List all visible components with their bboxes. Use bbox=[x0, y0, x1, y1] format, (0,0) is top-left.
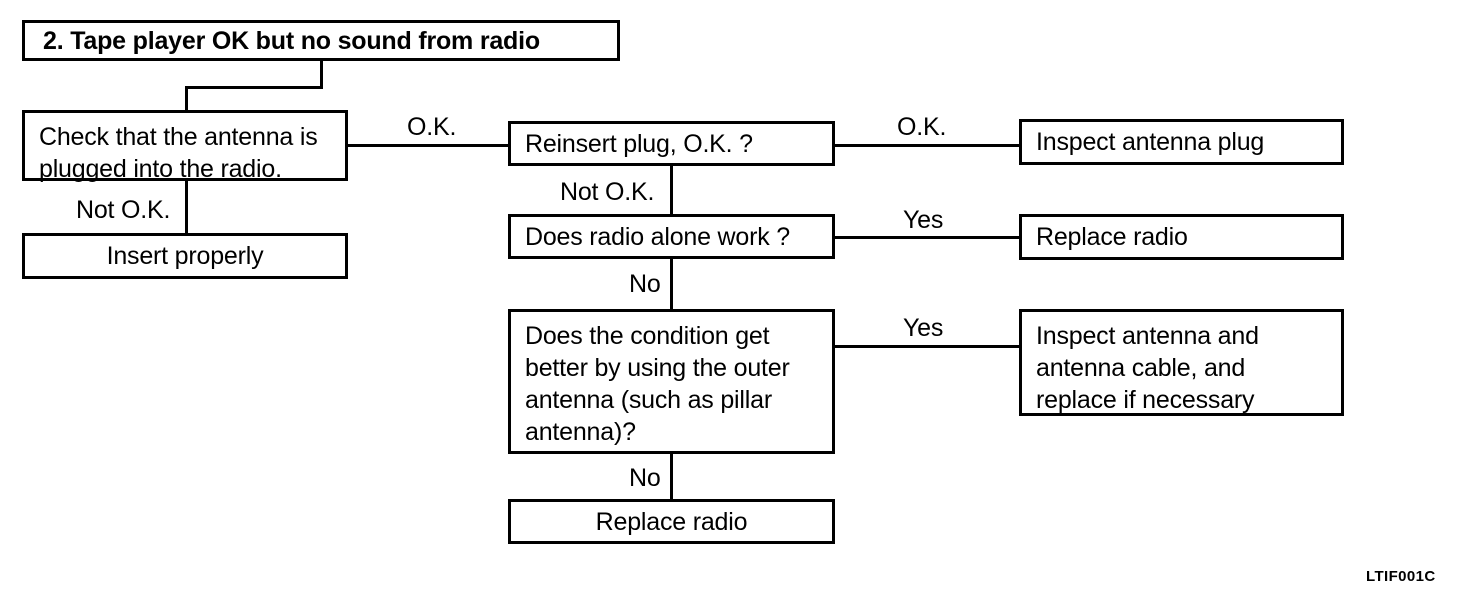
node-insert-properly-label: Insert properly bbox=[106, 242, 264, 270]
node-replace-radio-bottom-label: Replace radio bbox=[595, 507, 748, 536]
node-inspect-antenna-cable: Inspect antenna and antenna cable, and r… bbox=[1019, 309, 1344, 416]
edge-radio-alone-to-outer-antenna bbox=[670, 259, 673, 310]
node-outer-antenna-question: Does the condition get better by using t… bbox=[508, 309, 835, 454]
node-inspect-antenna-plug-label: Inspect antenna plug bbox=[1036, 128, 1265, 156]
node-replace-radio-right-label: Replace radio bbox=[1036, 223, 1188, 251]
node-reinsert-plug-label: Reinsert plug, O.K. ? bbox=[525, 129, 753, 158]
edge-label-radio-alone-no: No bbox=[629, 270, 661, 298]
edge-reinsert-to-inspect-plug bbox=[835, 144, 1021, 147]
edge-reinsert-to-radio-alone bbox=[670, 166, 673, 215]
node-reinsert-plug: Reinsert plug, O.K. ? bbox=[508, 121, 835, 166]
node-radio-alone-work: Does radio alone work ? bbox=[508, 214, 835, 259]
edge-check-to-insert bbox=[185, 181, 188, 234]
title-box-label: 2. Tape player OK but no sound from radi… bbox=[43, 26, 540, 55]
node-inspect-antenna-cable-label: Inspect antenna and antenna cable, and r… bbox=[1036, 322, 1259, 414]
node-outer-antenna-question-label: Does the condition get better by using t… bbox=[525, 322, 790, 446]
footer-code: LTIF001C bbox=[1366, 568, 1436, 585]
node-check-antenna: Check that the antenna is plugged into t… bbox=[22, 110, 348, 183]
node-radio-alone-work-label: Does radio alone work ? bbox=[525, 222, 790, 251]
edge-label-reinsert-not-ok: Not O.K. bbox=[560, 178, 655, 206]
node-inspect-antenna-plug: Inspect antenna plug bbox=[1019, 119, 1344, 165]
edge-label-radio-alone-yes: Yes bbox=[903, 206, 944, 234]
node-insert-properly: Insert properly bbox=[22, 233, 348, 279]
connector-title-down bbox=[320, 61, 323, 89]
connector-title-left bbox=[185, 86, 323, 89]
connector-title-into-check bbox=[185, 86, 188, 112]
edge-outer-antenna-to-inspect-cable bbox=[835, 345, 1021, 348]
node-replace-radio-bottom: Replace radio bbox=[508, 499, 835, 544]
edge-label-outer-antenna-no: No bbox=[629, 464, 661, 492]
node-check-antenna-label: Check that the antenna is plugged into t… bbox=[39, 123, 318, 183]
edge-label-reinsert-ok: O.K. bbox=[897, 113, 947, 141]
node-replace-radio-right: Replace radio bbox=[1019, 214, 1344, 260]
edge-label-outer-antenna-yes: Yes bbox=[903, 314, 944, 342]
edge-check-to-reinsert bbox=[348, 144, 510, 147]
edge-radio-alone-to-replace bbox=[835, 236, 1021, 239]
edge-outer-antenna-to-replace-radio bbox=[670, 454, 673, 500]
edge-label-check-ok: O.K. bbox=[407, 113, 457, 141]
edge-label-check-not-ok: Not O.K. bbox=[76, 196, 171, 224]
title-box: 2. Tape player OK but no sound from radi… bbox=[22, 20, 620, 61]
